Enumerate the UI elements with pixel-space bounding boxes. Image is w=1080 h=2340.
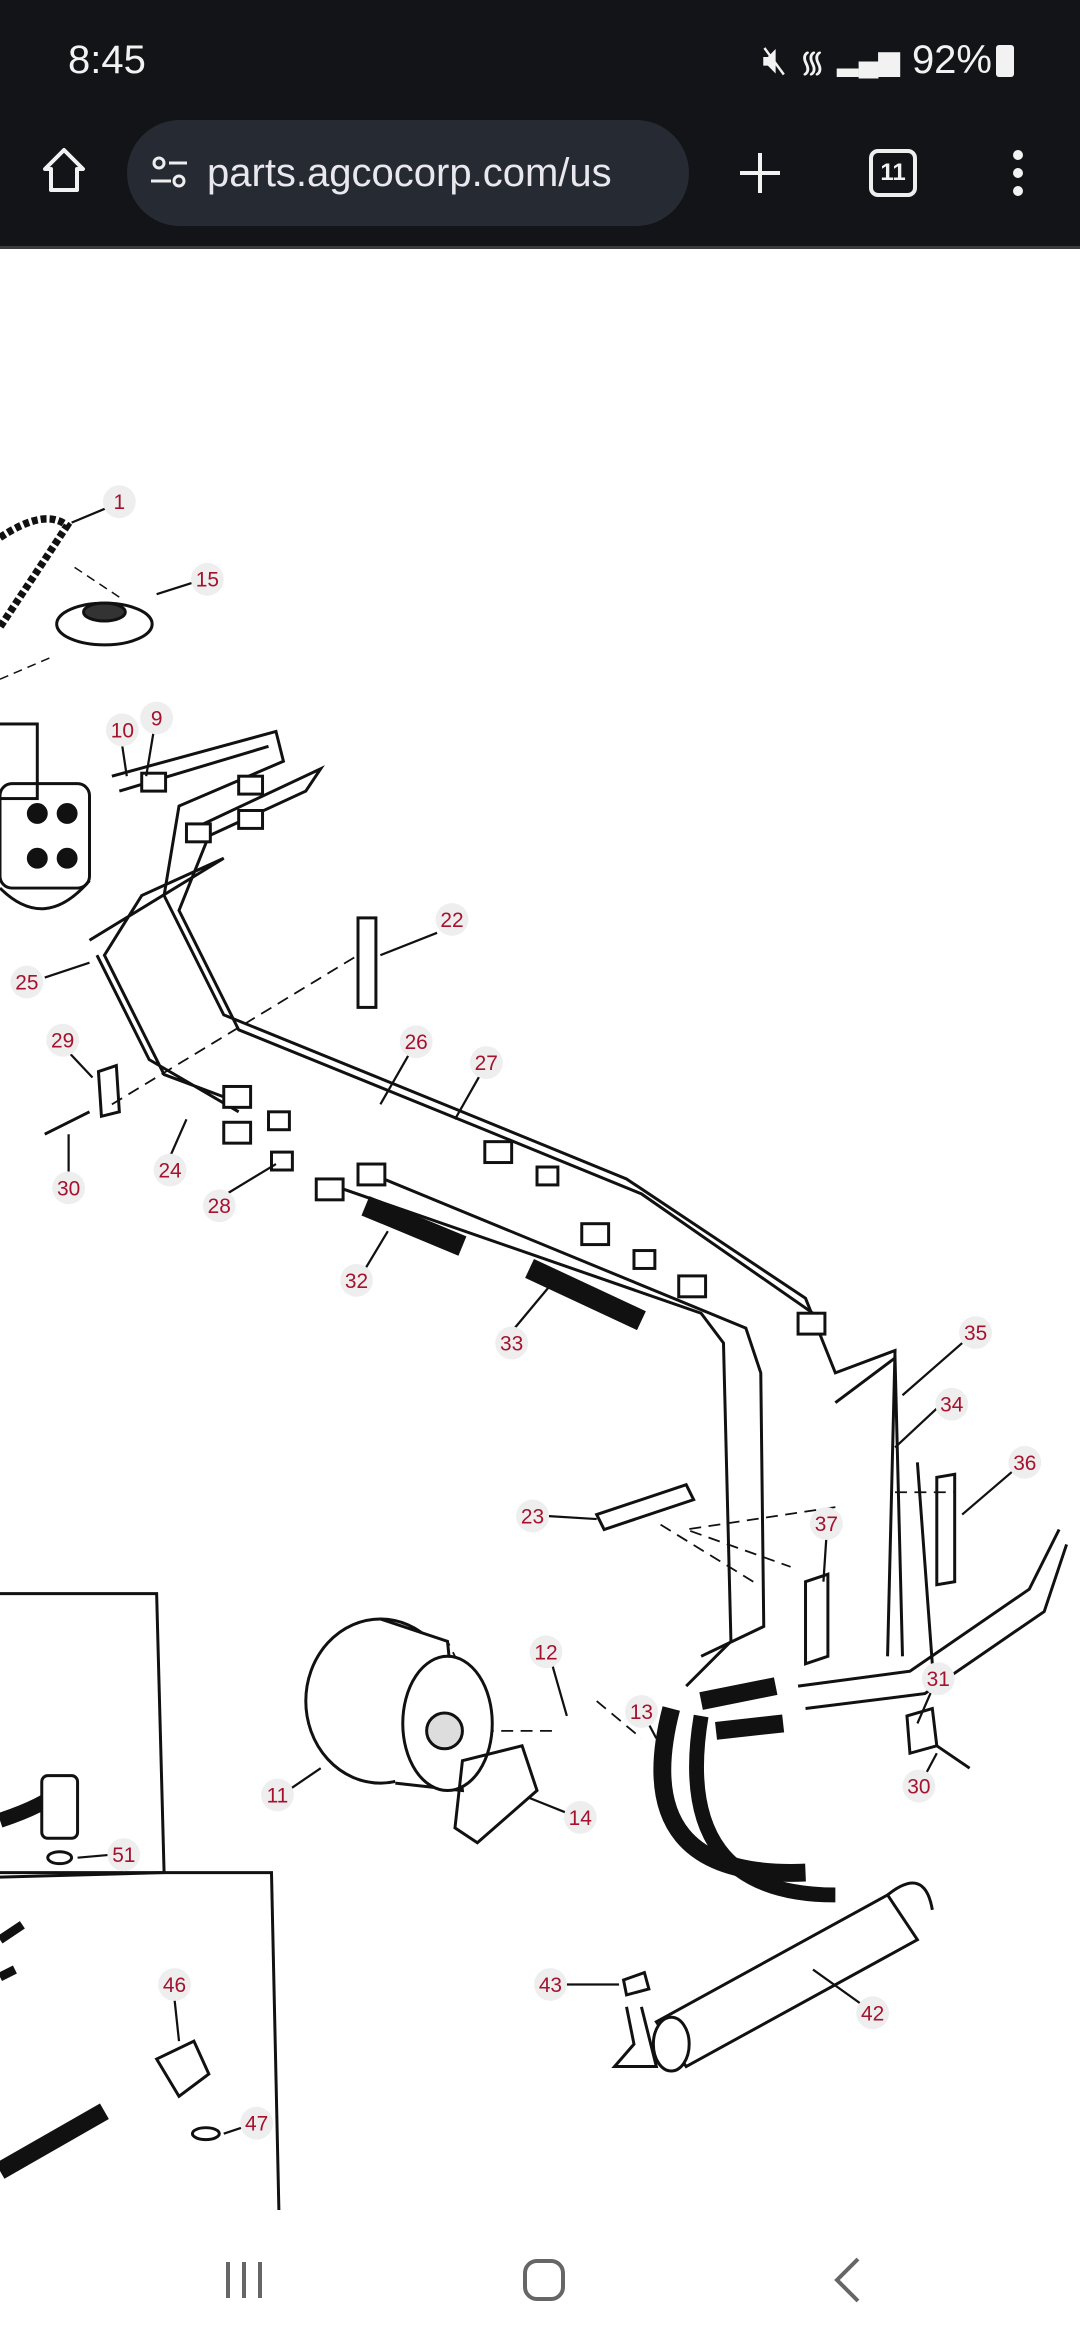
site-settings-icon[interactable] xyxy=(149,153,189,193)
callout-label[interactable]: 28 xyxy=(208,1195,231,1218)
callout-label[interactable]: 29 xyxy=(51,1030,74,1053)
callout-label[interactable]: 10 xyxy=(111,719,134,742)
callout-label[interactable]: 24 xyxy=(158,1159,181,1182)
callout-badge xyxy=(340,1263,373,1297)
callout-label[interactable]: 34 xyxy=(940,1394,963,1417)
callout-badge xyxy=(563,1800,597,1834)
callout-badge xyxy=(516,1499,549,1533)
callout-label[interactable]: 25 xyxy=(15,972,38,995)
menu-icon xyxy=(1013,150,1023,196)
callout-badge xyxy=(495,1326,529,1360)
callout-label[interactable]: 30 xyxy=(57,1177,80,1200)
system-nav-bar xyxy=(0,2210,1080,2340)
home-nav-icon[interactable] xyxy=(522,2258,566,2302)
callout-label[interactable]: 1 xyxy=(114,491,126,514)
callout-badge xyxy=(107,1838,141,1872)
callout-badge xyxy=(921,1662,955,1696)
callout-badge xyxy=(959,1316,992,1350)
status-icons: 🔇︎ ᯾ ▂▄▆ 92% xyxy=(762,38,1014,83)
callout-label[interactable]: 12 xyxy=(534,1641,557,1664)
home-icon xyxy=(43,148,85,192)
signal-icon: ▂▄▆ xyxy=(837,45,900,76)
callout-badge xyxy=(935,1387,969,1421)
callout-label[interactable]: 9 xyxy=(151,707,163,730)
callout-badge xyxy=(529,1635,563,1669)
toolbar-divider xyxy=(0,246,1080,249)
callout-label[interactable]: 46 xyxy=(163,1974,186,1997)
callout-labels: 1 15 10 9 22 25 26 27 29 30 24 28 32 33 35 34 36 23 37 12 13… xyxy=(10,485,1042,2140)
mute-icon: 🔇︎ xyxy=(762,38,788,82)
callout-label[interactable]: 27 xyxy=(475,1052,498,1075)
home-button[interactable] xyxy=(36,140,92,200)
callout-badge xyxy=(435,902,469,936)
callout-label[interactable]: 51 xyxy=(112,1844,135,1867)
wifi-icon: ᯾ xyxy=(799,46,826,79)
callout-badge xyxy=(856,1996,890,2030)
callout-badge xyxy=(140,701,174,735)
callout-badge xyxy=(52,1171,86,1205)
new-tab-icon xyxy=(740,153,780,193)
battery-text: 92% xyxy=(911,38,992,82)
url-text[interactable]: parts.agcocorp.com/us xyxy=(207,150,612,195)
menu-button[interactable] xyxy=(1000,145,1036,201)
status-and-toolbar: 8:45 🔇︎ ᯾ ▂▄▆ 92% parts.agcocorp.com/us … xyxy=(0,0,1080,246)
callout-badge xyxy=(902,1769,936,1803)
callout-label[interactable]: 42 xyxy=(861,2002,884,2025)
callout-label[interactable]: 47 xyxy=(245,2113,268,2136)
callout-badge xyxy=(102,485,136,519)
callout-badge xyxy=(1008,1445,1042,1479)
callout-badge xyxy=(153,1153,187,1187)
callout-badge xyxy=(10,965,44,999)
callout-badge xyxy=(240,2106,273,2140)
callout-label[interactable]: 37 xyxy=(815,1513,838,1536)
callout-label[interactable]: 11 xyxy=(267,1784,289,1807)
callout-badge xyxy=(399,1025,433,1059)
callout-badge xyxy=(534,1968,567,2001)
callout-label[interactable]: 33 xyxy=(500,1332,523,1355)
callout-label[interactable]: 43 xyxy=(539,1974,562,1997)
callout-label[interactable]: 35 xyxy=(964,1322,987,1345)
back-icon[interactable] xyxy=(832,2256,862,2304)
callout-label[interactable]: 22 xyxy=(440,909,463,932)
callout-label[interactable]: 32 xyxy=(345,1270,368,1293)
address-bar[interactable]: parts.agcocorp.com/us xyxy=(127,120,689,226)
recents-icon[interactable] xyxy=(222,2260,266,2300)
callout-label[interactable]: 36 xyxy=(1013,1452,1036,1475)
callout-badge xyxy=(158,1968,191,2001)
battery-icon xyxy=(996,44,1014,77)
callout-badge xyxy=(625,1695,658,1728)
new-tab-button[interactable] xyxy=(732,148,788,198)
callout-label[interactable]: 26 xyxy=(405,1031,428,1054)
callout-badge xyxy=(261,1778,294,1812)
callout-label[interactable]: 14 xyxy=(569,1807,592,1830)
tab-switcher-button[interactable]: 11 xyxy=(865,148,921,198)
callout-label[interactable]: 23 xyxy=(521,1506,544,1529)
callout-badge xyxy=(105,713,139,747)
callout-label[interactable]: 31 xyxy=(927,1668,950,1691)
callout-badge xyxy=(190,562,224,596)
status-time: 8:45 xyxy=(68,38,146,82)
callout-badge xyxy=(46,1023,80,1057)
callout-badge xyxy=(202,1189,236,1223)
callout-label[interactable]: 13 xyxy=(630,1701,653,1724)
callout-badge xyxy=(469,1046,503,1080)
callout-label[interactable]: 30 xyxy=(907,1776,930,1799)
tabs-icon: 11 xyxy=(869,149,917,197)
callout-label[interactable]: 15 xyxy=(196,569,219,592)
callout-badge xyxy=(810,1507,843,1540)
